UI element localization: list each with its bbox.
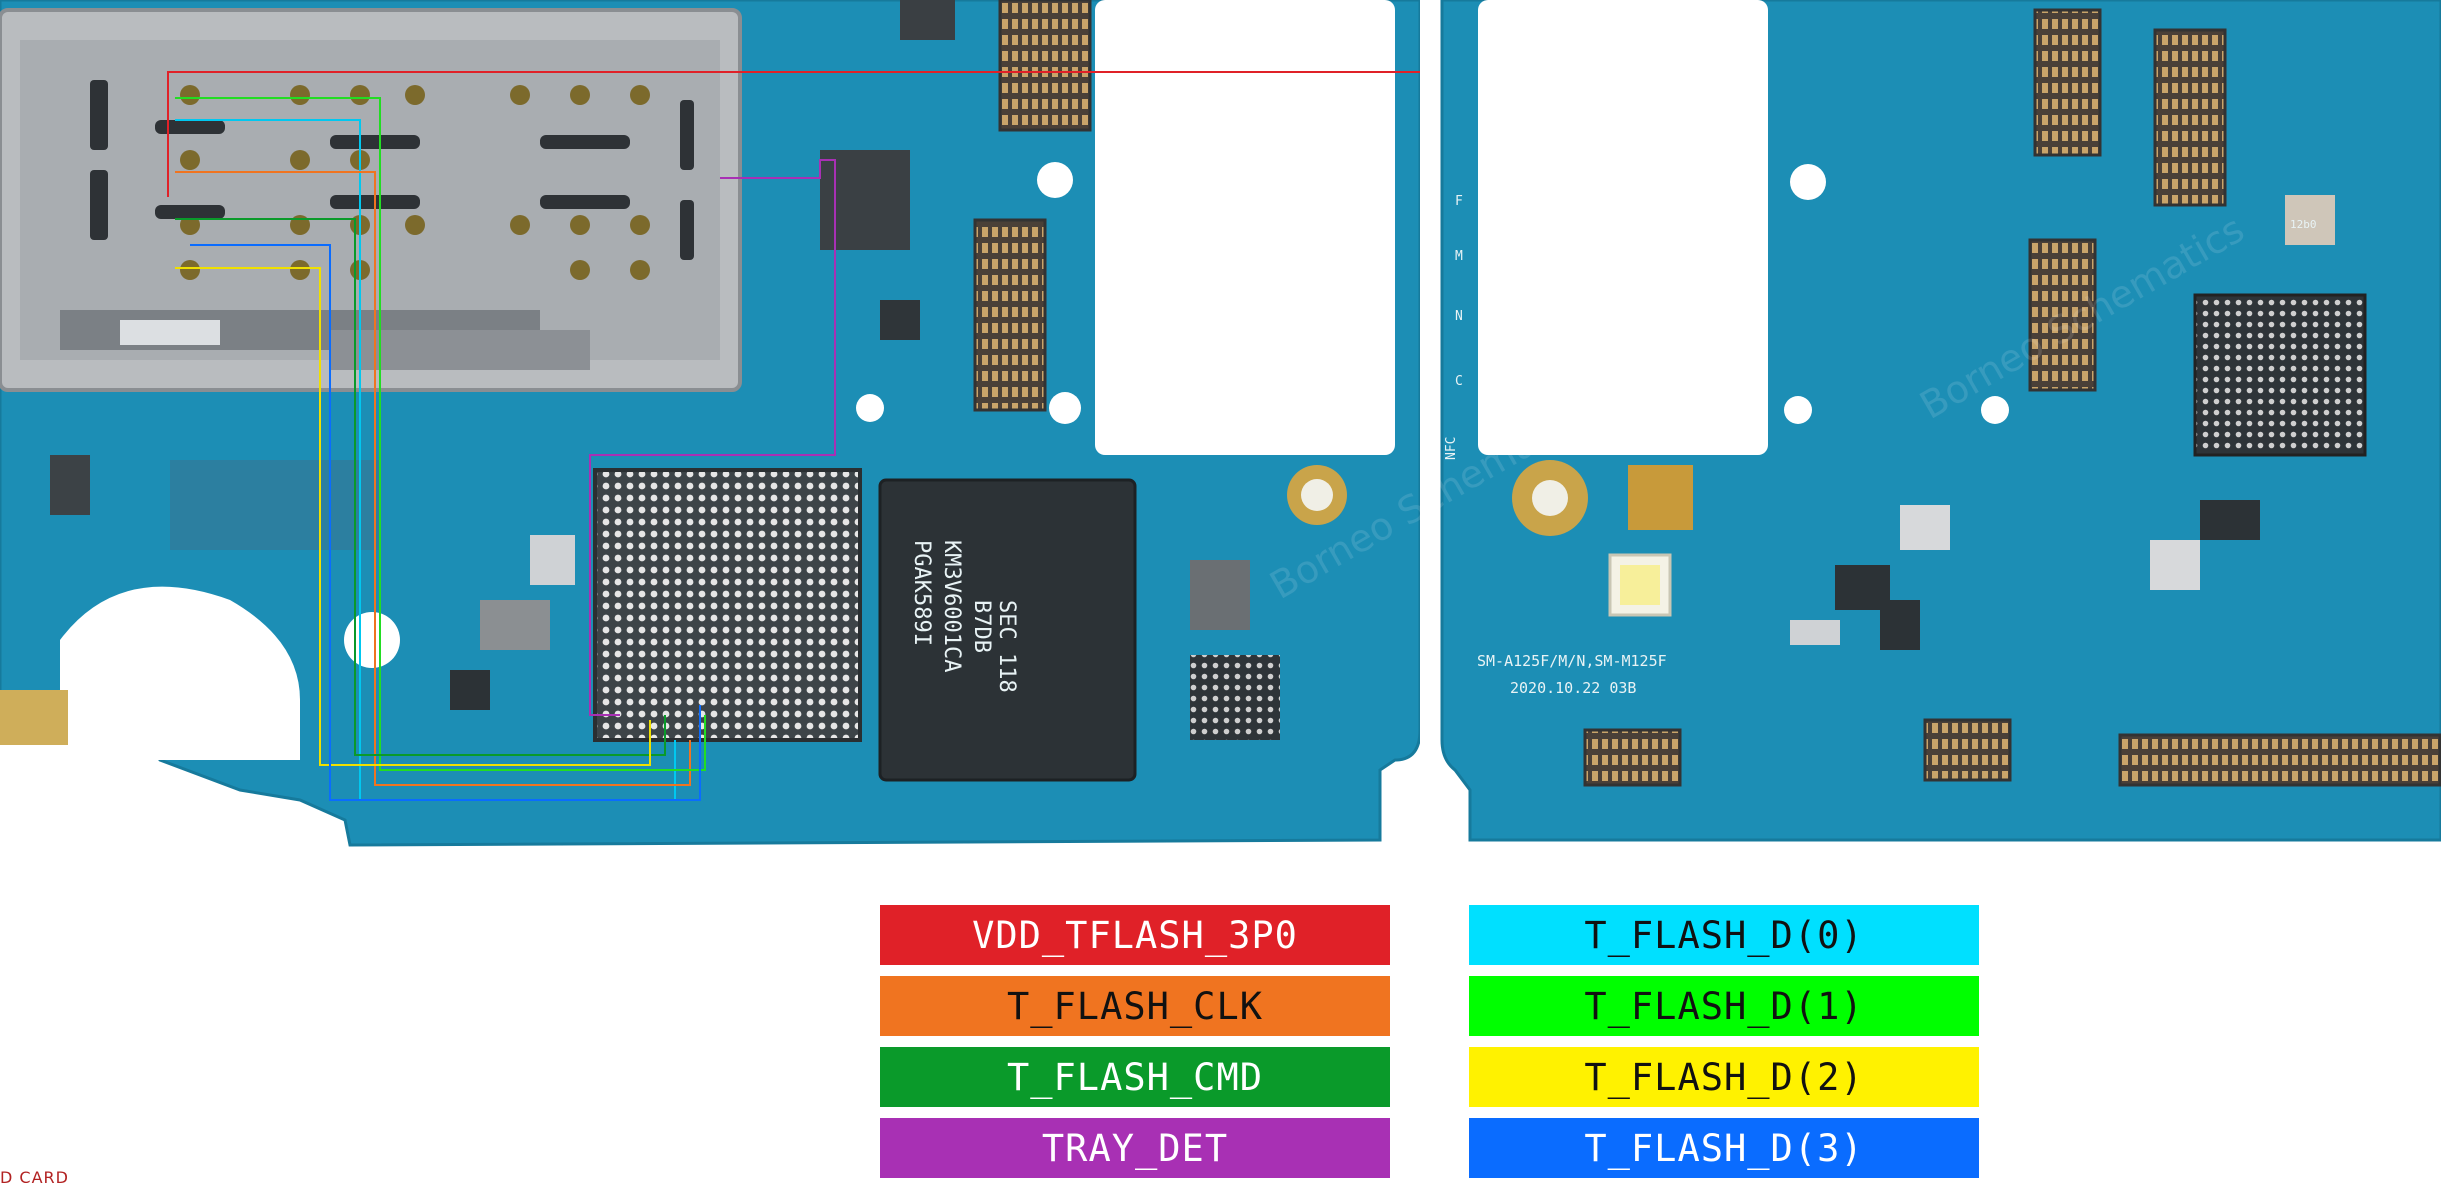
board-date-text: 2020.10.22 03B <box>1510 679 1636 697</box>
legend-t-flash-d2: T_FLASH_D(2) <box>1469 1047 1979 1107</box>
small-chip <box>900 0 955 40</box>
legend-label: T_FLASH_CLK <box>1006 984 1264 1028</box>
legend-t-flash-d0: T_FLASH_D(0) <box>1469 905 1979 965</box>
qr-code <box>1628 465 1693 530</box>
legend-t-flash-cmd: T_FLASH_CMD <box>880 1047 1390 1107</box>
legend-label: TRAY_DET <box>1041 1126 1229 1170</box>
legend-label: T_FLASH_D(0) <box>1584 913 1864 957</box>
side-marking-f: F <box>1455 194 1463 209</box>
left-board: SEC 118 B7DB KM3V6001CA PGAK589I <box>0 0 2326 847</box>
sim-tray-slots <box>90 80 694 260</box>
chip-text-2: B7DB <box>969 600 994 653</box>
trace-d2 <box>175 267 651 766</box>
side-marking-m: M <box>1455 249 1463 264</box>
chip-text-1: SEC 118 <box>994 600 1019 693</box>
right-bga <box>2193 293 2367 457</box>
board-model-text: SM-A125F/M/N,SM-M125F <box>1477 652 1667 670</box>
memory-chip <box>878 478 1137 782</box>
components-right <box>1790 195 2335 650</box>
left-board-bottom-notch <box>60 586 300 760</box>
side-marking-n: N <box>1455 309 1463 324</box>
side-marking-nfc: NFC <box>1444 437 1459 460</box>
legend-vdd-tflash-3p0: VDD_TFLASH_3P0 <box>880 905 1390 965</box>
side-marking-c: C <box>1455 374 1463 389</box>
legend-label: T_FLASH_CMD <box>1006 1055 1264 1099</box>
left-board-cutout-top <box>1095 0 1395 455</box>
top-connector-2 <box>973 218 1047 412</box>
right-board-cutout-top <box>1478 0 1768 455</box>
right-connector-1 <box>2033 8 2102 157</box>
trace-d1 <box>175 97 706 771</box>
legend-label: T_FLASH_D(1) <box>1584 984 1864 1028</box>
legend-t-flash-clk: T_FLASH_CLK <box>880 976 1390 1036</box>
chip-text-3: KM3V6001CA <box>939 540 964 672</box>
legend-t-flash-d3: T_FLASH_D(3) <box>1469 1118 1979 1178</box>
trace-cmd <box>175 218 666 756</box>
trace-d3 <box>190 244 701 801</box>
legend-t-flash-d1: T_FLASH_D(1) <box>1469 976 1979 1036</box>
top-connector-1 <box>998 0 1092 132</box>
right-connector-3 <box>2028 238 2097 392</box>
legend-label: T_FLASH_D(3) <box>1584 1126 1864 1170</box>
right-board: SM-A125F/M/N,SM-M125F 2020.10.22 03B NFC… <box>1263 0 2441 842</box>
chip-text-4: PGAK589I <box>909 540 934 646</box>
corner-card-label: D CARD <box>0 1168 69 1187</box>
legend-label: VDD_TFLASH_3P0 <box>972 913 1298 957</box>
right-connector-2 <box>2153 28 2227 207</box>
bottom-connector-small-1 <box>1583 728 1682 787</box>
bottom-connector-long <box>2118 733 2441 787</box>
pcb-board-photo: SEC 118 B7DB KM3V6001CA PGAK589I <box>0 0 2441 860</box>
bottom-connector-small-2 <box>1923 718 2012 782</box>
soc-bga-pads <box>593 468 862 742</box>
legend-label: T_FLASH_D(2) <box>1584 1055 1864 1099</box>
board-split-gap <box>1420 0 1442 860</box>
trace-tray-det <box>589 159 836 716</box>
components-left <box>0 150 1280 745</box>
legend-tray-det: TRAY_DET <box>880 1118 1390 1178</box>
small-chip-text: 12b0 <box>2290 218 2317 231</box>
